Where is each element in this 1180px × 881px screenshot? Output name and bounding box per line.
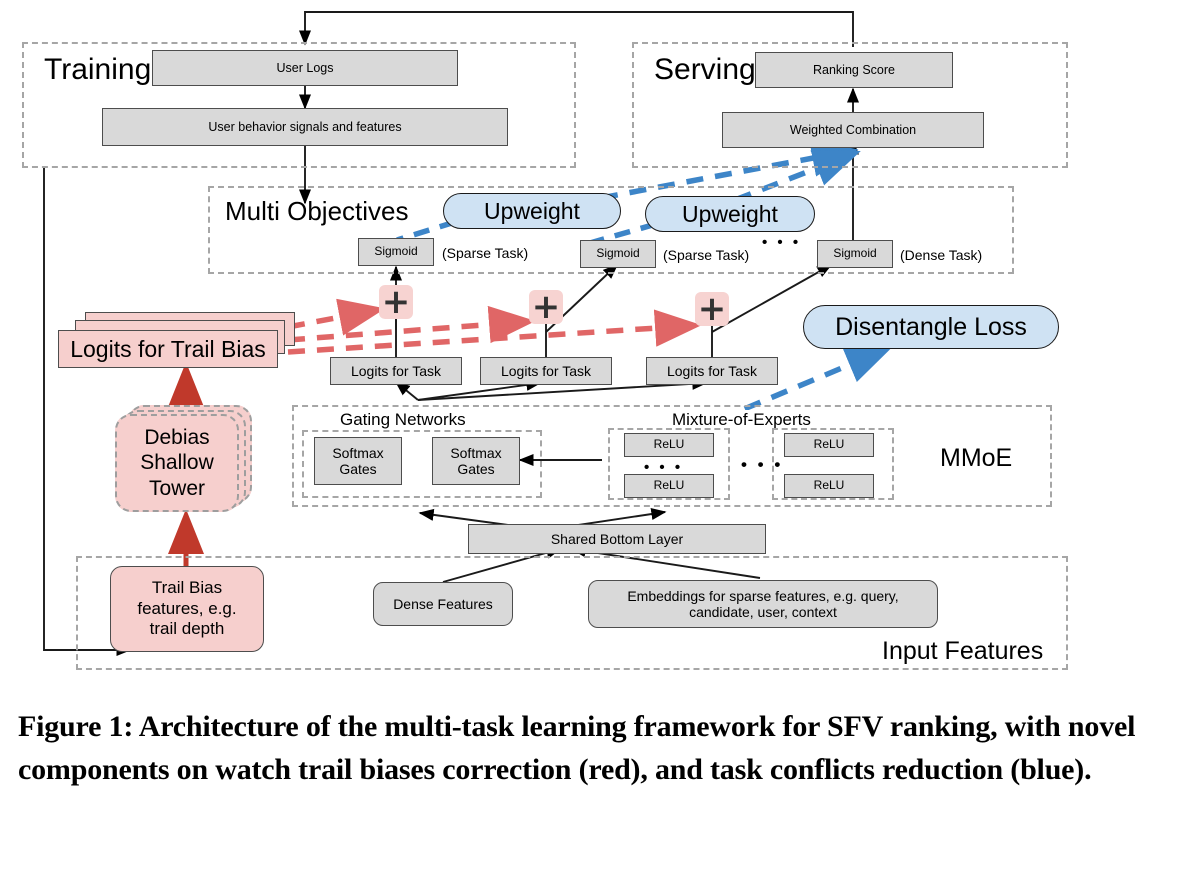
mmoe-group xyxy=(292,405,1052,507)
upweight-bubble-1: Upweight xyxy=(443,193,621,229)
multi-objectives-title: Multi Objectives xyxy=(225,196,409,226)
logits-trail-bias-box: Logits for Trail Bias xyxy=(58,330,278,368)
input-features-group xyxy=(76,556,1068,670)
trail-bias-features-box: Trail Bias features, e.g. trail depth xyxy=(110,566,264,652)
plus-symbol-2: + xyxy=(531,287,561,327)
logits-for-task-box-1: Logits for Task xyxy=(330,357,462,385)
user-logs-box: User Logs xyxy=(152,50,458,86)
plus-badge-1: + xyxy=(379,285,413,319)
debias-shallow-tower-box: Debias Shallow Tower xyxy=(115,414,239,512)
sigmoid-box-3: Sigmoid xyxy=(817,240,893,268)
softmax-gates-1-line-2: Gates xyxy=(339,461,377,477)
debias-tower-line-2: Shallow xyxy=(140,451,214,475)
figure-caption: Figure 1: Architecture of the multi-task… xyxy=(18,710,1136,786)
sparse-embeddings-line-2: candidate, user, context xyxy=(689,604,837,620)
relu-box-3: ReLU xyxy=(784,433,874,457)
logits-for-task-box-2: Logits for Task xyxy=(480,357,612,385)
gating-networks-group xyxy=(302,430,542,498)
weighted-combination-box: Weighted Combination xyxy=(722,112,984,148)
user-behavior-box: User behavior signals and features xyxy=(102,108,508,146)
gating-networks-title: Gating Networks xyxy=(336,410,470,430)
debias-tower-line-1: Debias xyxy=(144,425,210,449)
serving-title: Serving xyxy=(654,53,756,86)
plus-badge-3: + xyxy=(695,292,729,326)
logits-for-task-box-3: Logits for Task xyxy=(646,357,778,385)
mixture-of-experts-title: Mixture-of-Experts xyxy=(668,410,815,430)
sparse-embeddings-box: Embeddings for sparse features, e.g. que… xyxy=(588,580,938,628)
plus-symbol-1: + xyxy=(381,282,411,322)
trail-bias-line-2: features, e.g. xyxy=(137,598,237,618)
disentangle-loss-bubble: Disentangle Loss xyxy=(803,305,1059,349)
sigmoid-box-1: Sigmoid xyxy=(358,238,434,266)
input-features-title: Input Features xyxy=(882,637,1044,665)
expert-inner-ellipsis-1: • • • xyxy=(644,459,684,476)
softmax-gates-2-line-2: Gates xyxy=(457,461,495,477)
relu-box-2: ReLU xyxy=(624,474,714,498)
expert-group-1 xyxy=(608,428,730,500)
relu-box-4: ReLU xyxy=(784,474,874,498)
sigmoid-box-2: Sigmoid xyxy=(580,240,656,268)
expert-group-ellipsis: • • • xyxy=(741,455,784,474)
plus-symbol-3: + xyxy=(697,289,727,329)
sigmoid-3-task-label: (Dense Task) xyxy=(900,247,983,263)
softmax-gates-2-line-1: Softmax xyxy=(450,444,502,461)
bias-to-plus1-connector xyxy=(287,298,386,336)
training-title: Training xyxy=(44,53,152,86)
sparse-embeddings-line-1: Embeddings for sparse features, e.g. que… xyxy=(627,587,899,604)
sigmoid-2-task-label: (Sparse Task) xyxy=(663,247,750,263)
debias-tower-line-3: Tower xyxy=(148,476,206,500)
serving-group xyxy=(632,42,1068,168)
multi-objectives-group xyxy=(208,186,1014,274)
bias-to-plus2-connector xyxy=(287,305,536,344)
shared-bottom-layer-box: Shared Bottom Layer xyxy=(468,524,766,554)
trail-bias-line-3: trail depth xyxy=(149,619,225,639)
trail-bias-line-1: Trail Bias xyxy=(151,577,223,597)
bias-to-plus3-connector xyxy=(287,309,702,355)
plus-badge-2: + xyxy=(529,290,563,324)
upweight-bubble-2: Upweight xyxy=(645,196,815,232)
figure-diagram: Training User Logs User behavior signals… xyxy=(22,11,1068,670)
softmax-gates-1-line-1: Softmax xyxy=(332,444,384,461)
ranking-score-box: Ranking Score xyxy=(755,52,953,88)
expert-group-2 xyxy=(772,428,894,500)
sigmoid-1-task-label: (Sparse Task) xyxy=(442,245,529,261)
relu-box-1: ReLU xyxy=(624,433,714,457)
mmoe-title: MMoE xyxy=(940,444,1013,472)
training-group xyxy=(22,42,576,168)
softmax-gates-box-1: Softmax Gates xyxy=(314,437,402,485)
softmax-gates-box-2: Softmax Gates xyxy=(432,437,520,485)
sigmoid-ellipsis: • • • xyxy=(762,234,802,251)
dense-features-box: Dense Features xyxy=(373,582,513,626)
